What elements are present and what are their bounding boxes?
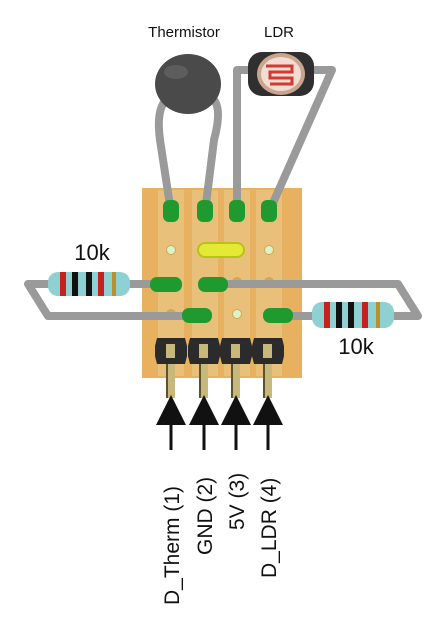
pin-header <box>155 338 284 398</box>
ldr <box>233 52 336 216</box>
thermistor-label: Thermistor <box>148 24 220 41</box>
resistor-left <box>24 272 204 320</box>
thermistor <box>154 54 222 216</box>
resistor-left-label: 10k <box>74 240 110 265</box>
jumper-wire <box>197 242 245 258</box>
pin-arrows <box>156 395 283 450</box>
pin-label-5v: 5V (3) <box>226 473 249 530</box>
strip-indicators <box>167 246 273 318</box>
pin-label-d-therm: D_Therm (1) <box>161 486 184 605</box>
pin-label-d-ldr: D_LDR (4) <box>258 478 281 578</box>
pin-label-gnd: GND (2) <box>194 477 217 555</box>
ldr-label: LDR <box>264 24 294 41</box>
resistor-right-label: 10k <box>338 334 374 359</box>
solder-joints <box>150 200 293 323</box>
